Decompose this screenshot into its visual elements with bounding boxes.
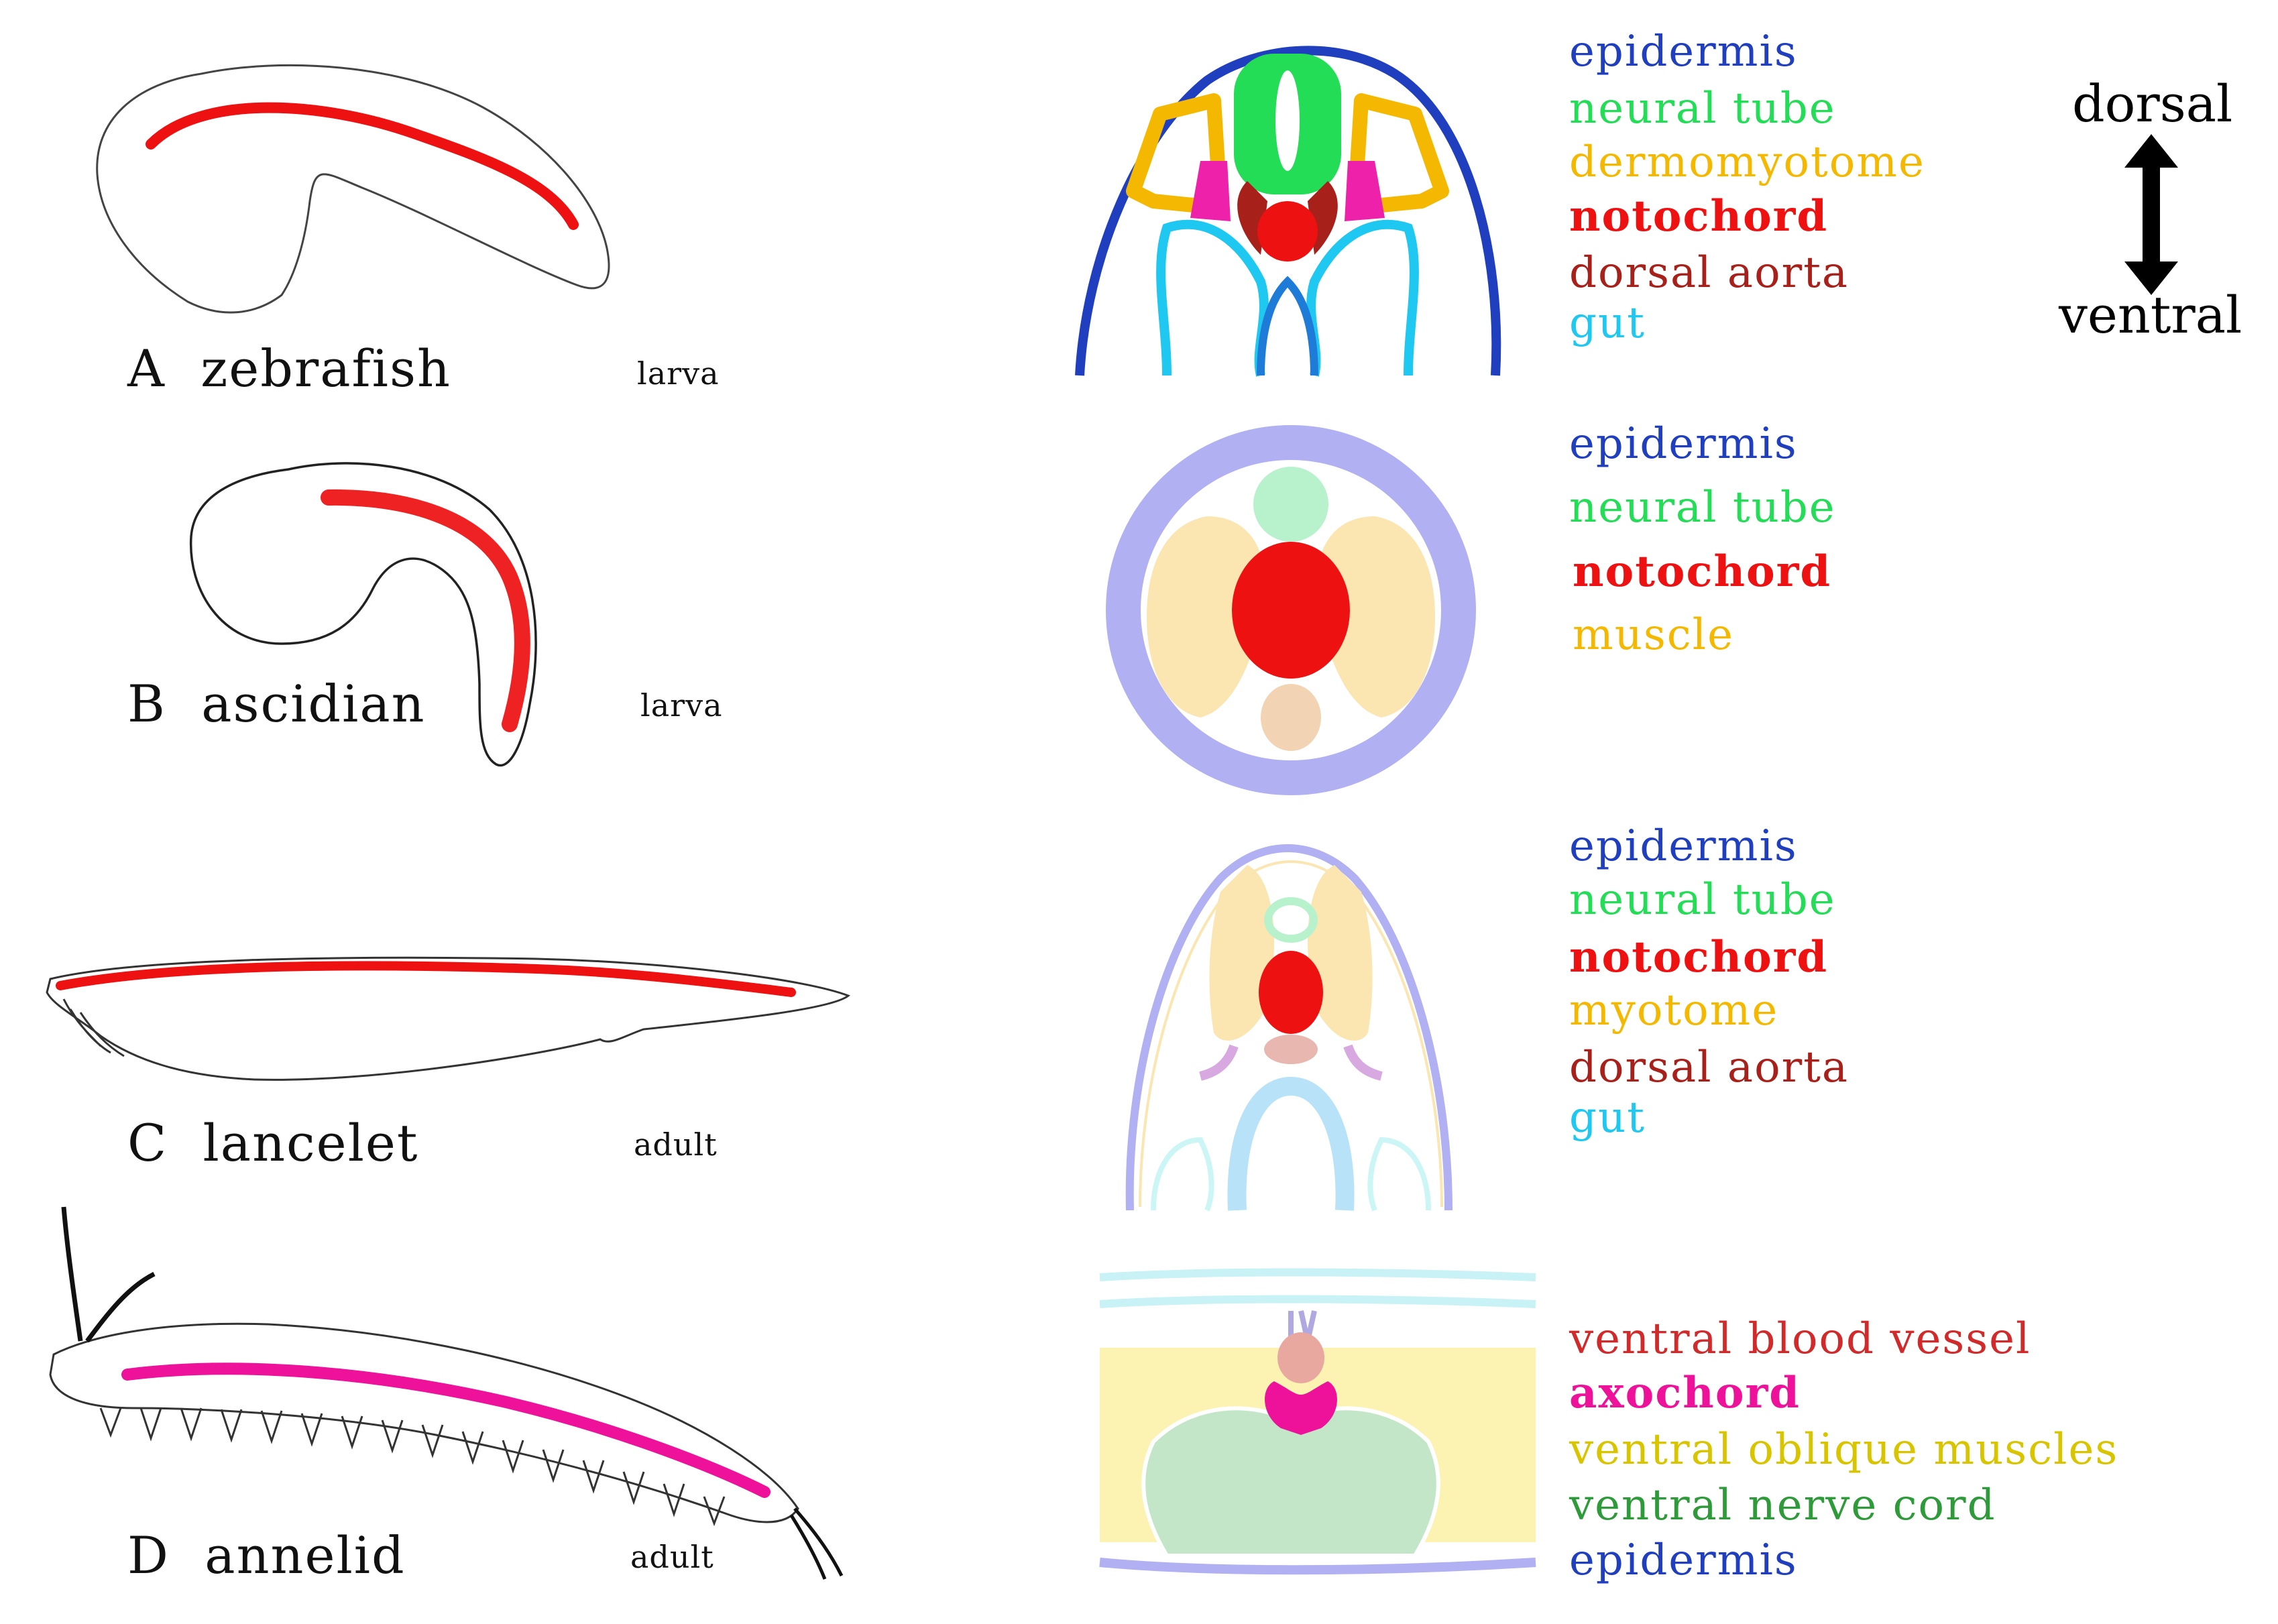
ascidian-muscle-right bbox=[1316, 516, 1435, 717]
legend-c-3: myotome bbox=[1569, 986, 1779, 1035]
annelid-axochord-section bbox=[1265, 1381, 1337, 1435]
annelid-ventral-blood-vessel bbox=[1277, 1332, 1324, 1383]
legend-c-0: epidermis bbox=[1569, 821, 1798, 871]
legend-a-5: gut bbox=[1569, 298, 1646, 348]
zebrafish-cross-section bbox=[1075, 46, 1501, 377]
legend-c-4: dorsal aorta bbox=[1569, 1043, 1849, 1092]
panel-b-label: B ascidian bbox=[127, 674, 426, 734]
lancelet-dorsal-aorta bbox=[1264, 1035, 1318, 1064]
legend-a-2: dermomyotome bbox=[1569, 137, 1925, 187]
annelid-axochord bbox=[121, 1362, 771, 1498]
ascidian-endoderm bbox=[1261, 684, 1321, 751]
zebrafish-notochord bbox=[146, 102, 579, 230]
zebrafish-neural-lumen bbox=[1275, 70, 1300, 171]
panel-b-stage: larva bbox=[640, 687, 723, 723]
annelid-epidermis bbox=[1099, 1558, 1536, 1575]
lancelet-outline bbox=[46, 956, 850, 1081]
ascidian-notochord bbox=[321, 489, 530, 732]
legend-a-0: epidermis bbox=[1569, 27, 1798, 76]
organism-name: annelid bbox=[205, 1525, 406, 1585]
dorsal-label: dorsal bbox=[2072, 74, 2233, 133]
legend-d-2: ventral oblique muscles bbox=[1569, 1425, 2119, 1474]
legend-d-0: ventral blood vessel bbox=[1569, 1314, 2031, 1364]
legend-a-3: notochord bbox=[1569, 191, 1829, 241]
zebrafish-dermomyotome-left bbox=[1126, 93, 1228, 215]
legend-d-4: epidermis bbox=[1569, 1535, 1798, 1585]
legend-b-1: neural tube bbox=[1569, 483, 1836, 532]
annelid-ventral-nerve-cord bbox=[1141, 1406, 1440, 1558]
panel-letter: B bbox=[127, 674, 166, 734]
organism-name: lancelet bbox=[203, 1113, 419, 1173]
panel-letter: A bbox=[127, 339, 166, 398]
zebrafish-notochord-section bbox=[1257, 201, 1318, 262]
legend-b-2: notochord bbox=[1573, 546, 1832, 597]
ventral-label: ventral bbox=[2059, 285, 2242, 345]
lancelet-cross-section bbox=[1125, 844, 1453, 1212]
lancelet-neural-tube bbox=[1264, 897, 1318, 943]
legend-a-4: dorsal aorta bbox=[1569, 248, 1849, 298]
panel-letter: D bbox=[127, 1525, 170, 1585]
ascidian-notochord-section bbox=[1232, 542, 1350, 679]
ascidian-neural-tube bbox=[1253, 467, 1328, 542]
legend-b-3: muscle bbox=[1573, 610, 1734, 660]
panel-d-stage: adult bbox=[630, 1539, 714, 1575]
legend-a-1: neural tube bbox=[1569, 84, 1836, 133]
annelid-cross-section bbox=[1099, 1268, 1536, 1575]
lancelet-gut bbox=[1227, 1076, 1355, 1211]
legend-c-1: neural tube bbox=[1569, 875, 1836, 925]
panel-d-label: D annelid bbox=[127, 1525, 406, 1585]
lancelet-myotome-left bbox=[1209, 865, 1274, 1041]
ascidian-muscle-left bbox=[1147, 516, 1266, 717]
panel-c-label: C lancelet bbox=[127, 1113, 418, 1173]
organism-name: zebrafish bbox=[201, 339, 451, 398]
organism-name: ascidian bbox=[201, 674, 426, 734]
zebrafish-epidermis bbox=[1075, 46, 1501, 376]
ascidian-cross-section bbox=[1106, 425, 1476, 795]
panel-a-label: A zebrafish bbox=[127, 339, 451, 398]
legend-c-2: notochord bbox=[1569, 932, 1829, 982]
panel-a-stage: larva bbox=[637, 355, 720, 392]
legend-c-5: gut bbox=[1569, 1093, 1646, 1143]
panel-c-stage: adult bbox=[634, 1126, 718, 1163]
dorsal-ventral-arrow bbox=[2124, 134, 2178, 295]
lancelet-notochord-section bbox=[1259, 951, 1323, 1034]
zebrafish-larva-outline bbox=[96, 64, 610, 314]
legend-d-1: axochord bbox=[1569, 1368, 1801, 1418]
ascidian-larva-outline bbox=[189, 462, 537, 767]
annelid-parapodia bbox=[99, 1407, 726, 1527]
legend-d-3: ventral nerve cord bbox=[1569, 1481, 1996, 1530]
panel-letter: C bbox=[127, 1113, 168, 1173]
lancelet-epidermis bbox=[1125, 844, 1453, 1211]
zebrafish-dermomyotome-right bbox=[1347, 93, 1449, 215]
lancelet-notochord bbox=[56, 961, 796, 997]
legend-b-0: epidermis bbox=[1569, 419, 1798, 469]
lancelet-myotome-right bbox=[1308, 865, 1373, 1041]
ascidian-epidermis bbox=[1106, 425, 1476, 795]
